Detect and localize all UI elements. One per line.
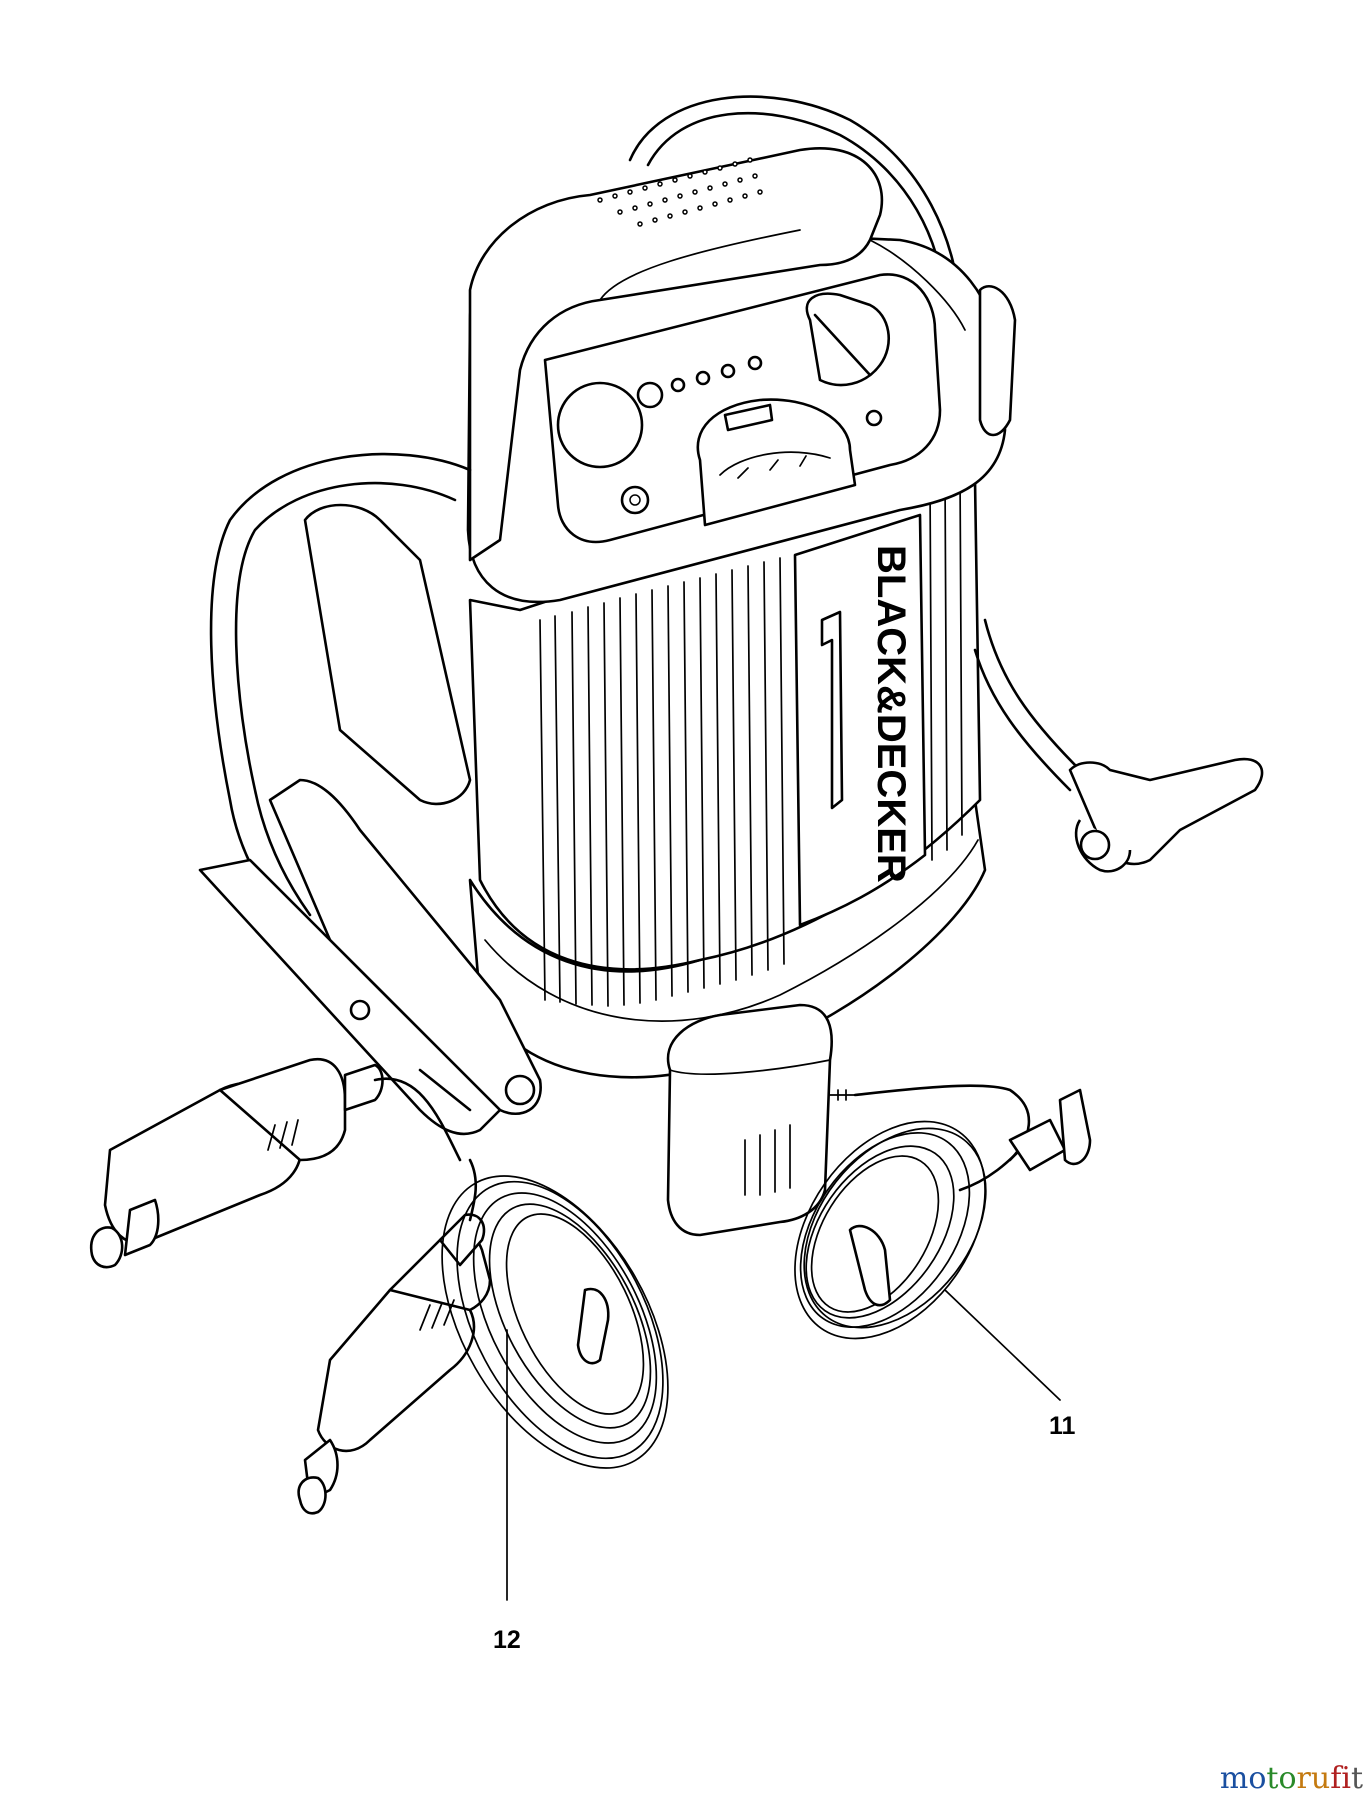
watermark-letter: o bbox=[1248, 1761, 1267, 1796]
gauge-switch bbox=[723, 403, 774, 432]
jump-starter-unit bbox=[466, 223, 1007, 1079]
panel-controls bbox=[556, 292, 890, 527]
clamp-jaw bbox=[198, 858, 502, 1136]
car-plug-coil bbox=[441, 1175, 669, 1469]
watermark: motorufit bbox=[1220, 1761, 1363, 1796]
right-jumper-cable bbox=[973, 285, 1264, 873]
watermark-letter: o bbox=[1278, 1761, 1297, 1796]
watermark-letter: f bbox=[1330, 1761, 1342, 1796]
indicator-led-3 bbox=[720, 363, 736, 379]
watermark-letter: i bbox=[1341, 1761, 1351, 1796]
dc-plug bbox=[1008, 1118, 1067, 1172]
watermark-letter: t bbox=[1266, 1761, 1279, 1796]
rear-cable bbox=[628, 95, 962, 322]
logo-text: BLACK&DECKER bbox=[869, 545, 913, 883]
adapter-coil bbox=[794, 1120, 987, 1340]
left-cable-holder bbox=[303, 503, 472, 806]
round-socket bbox=[556, 381, 644, 469]
number-one-mark bbox=[820, 610, 844, 810]
watermark-letter: u bbox=[1310, 1761, 1331, 1796]
brand-logo: BLACK&DECKER bbox=[869, 545, 913, 883]
rotary-dial bbox=[805, 292, 890, 387]
car-plug-cable bbox=[89, 1057, 669, 1601]
callout-12: 12 bbox=[493, 1626, 521, 1654]
callout-11: 11 bbox=[1049, 1412, 1076, 1440]
right-cable-holder bbox=[978, 285, 1017, 437]
watermark-letter: r bbox=[1296, 1761, 1311, 1796]
ribs bbox=[539, 471, 963, 1007]
watermark-letter: t bbox=[1350, 1761, 1363, 1796]
watermark-letter: m bbox=[1219, 1761, 1249, 1796]
power-button bbox=[636, 381, 664, 409]
handle-grip-dots bbox=[597, 157, 763, 227]
indicator-led-2 bbox=[695, 370, 711, 386]
indicator-led-1 bbox=[670, 377, 686, 393]
carry-handle bbox=[468, 147, 966, 562]
coil-tie bbox=[576, 1287, 610, 1365]
left-jumper-cable bbox=[198, 452, 542, 1136]
indicator-led-4 bbox=[747, 355, 763, 371]
base bbox=[468, 798, 987, 1079]
adapter-body bbox=[666, 1003, 833, 1237]
ac-adapter bbox=[666, 1003, 1092, 1401]
red-clamp bbox=[268, 778, 542, 1116]
coil-tie bbox=[848, 1224, 892, 1307]
